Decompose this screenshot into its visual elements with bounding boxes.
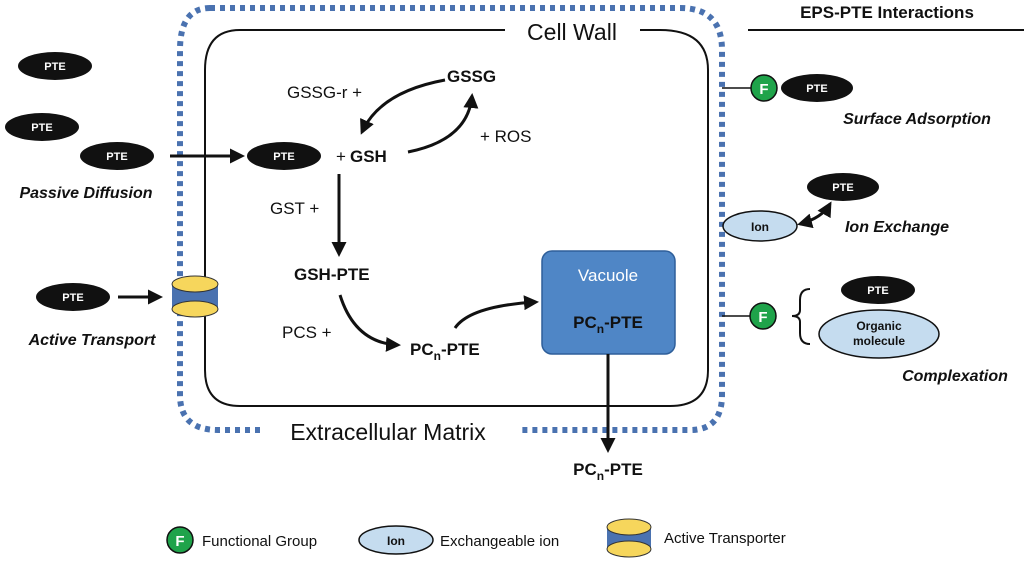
gsh-pte-to-pcn-arrow	[338, 294, 401, 352]
pte-outside-2: PTE	[5, 113, 79, 141]
ros-label: + ROS	[480, 127, 532, 146]
pte-complexed: PTE	[841, 276, 915, 304]
legend-functional-group-label: Functional Group	[202, 533, 317, 550]
pte-outside-1: PTE	[18, 52, 92, 80]
pcn-pte-exported: PCn-PTE	[573, 460, 643, 483]
svg-text:PTE: PTE	[44, 61, 65, 73]
gst-label: GST +	[270, 199, 319, 218]
vacuole-label: Vacuole	[578, 266, 638, 285]
pcn-pte-cytosol: PCn-PTE	[410, 340, 480, 363]
cell-wall-border	[204, 29, 709, 407]
svg-text:PTE: PTE	[106, 151, 127, 163]
svg-text:molecule: molecule	[853, 334, 905, 348]
gsh-to-gssg-arrow	[407, 93, 479, 154]
surface-adsorption-label: Surface Adsorption	[843, 111, 991, 128]
pte-active-transport: PTE	[36, 283, 110, 311]
svg-text:PTE: PTE	[867, 285, 888, 297]
organic-molecule: Organic molecule	[818, 309, 940, 359]
svg-text:PTE: PTE	[62, 292, 83, 304]
header-title: EPS-PTE Interactions	[800, 3, 974, 22]
svg-text:Ion: Ion	[387, 534, 405, 548]
pcn-pte-vacuole: PCn-PTE	[573, 313, 643, 336]
gssg-r-label: GSSG-r +	[287, 83, 362, 102]
legend-functional-group-icon: F	[166, 526, 194, 554]
pte-outside-3: PTE	[80, 142, 154, 170]
pcs-label: PCS +	[282, 323, 332, 342]
svg-text:F: F	[175, 533, 184, 550]
gssg-to-gsh-arrow	[360, 78, 446, 135]
legend: F Functional Group Ion Exchangeable ion …	[166, 518, 786, 558]
gsh-label: GSH	[350, 147, 387, 166]
complexation-bracket	[791, 288, 811, 345]
active-transport-label: Active Transport	[28, 332, 157, 349]
active-transporter	[171, 275, 219, 318]
svg-text:F: F	[759, 81, 768, 98]
svg-text:PTE: PTE	[273, 151, 294, 163]
pte-adsorbed: PTE	[781, 74, 853, 102]
passive-diffusion-label: Passive Diffusion	[19, 185, 152, 202]
legend-ion-icon: Ion	[358, 525, 434, 555]
svg-text:Ion: Ion	[751, 220, 769, 234]
svg-text:Organic: Organic	[856, 319, 902, 333]
cell-wall-label: Cell Wall	[527, 19, 617, 45]
extracellular-matrix-label: Extracellular Matrix	[290, 419, 486, 445]
ion-exchange-arrow	[797, 201, 832, 229]
pcn-to-vacuole-arrow	[453, 295, 539, 329]
functional-group-icon-complexation: F	[749, 302, 777, 330]
functional-group-icon: F	[750, 74, 778, 102]
pte-ion-exchange: PTE	[807, 173, 879, 201]
svg-text:PTE: PTE	[832, 182, 853, 194]
complexation-label: Complexation	[902, 368, 1008, 385]
legend-exchangeable-ion-label: Exchangeable ion	[440, 533, 559, 550]
plus-sign: +	[336, 147, 346, 166]
extracellular-matrix-border	[177, 5, 725, 433]
ion-exchange-label: Ion Exchange	[845, 219, 949, 236]
pte-inside: PTE	[247, 142, 321, 170]
ion-icon: Ion	[722, 210, 798, 242]
svg-text:F: F	[758, 309, 767, 326]
legend-active-transporter-icon	[606, 518, 652, 558]
svg-text:PTE: PTE	[806, 83, 827, 95]
svg-text:PTE: PTE	[31, 122, 52, 134]
legend-active-transporter-label: Active Transporter	[664, 530, 786, 547]
gsh-pte-label: GSH-PTE	[294, 265, 370, 284]
gssg-label: GSSG	[447, 67, 496, 86]
